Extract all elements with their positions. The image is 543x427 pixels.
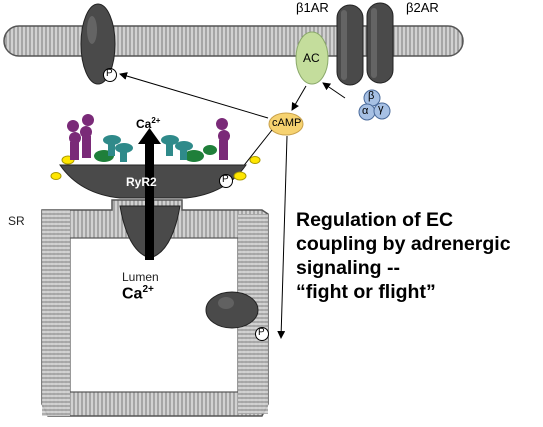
- camp-label: cAMP: [272, 117, 302, 129]
- beta2-receptor: [366, 2, 394, 84]
- beta2-receptor-label: β2AR: [406, 0, 439, 15]
- serca-pump: [205, 291, 259, 329]
- caption-line-3: signaling --: [296, 257, 400, 279]
- g-protein: [358, 89, 391, 121]
- calcium-release-arrow: [138, 128, 161, 260]
- phosphate-sites: [103, 68, 269, 341]
- signaling-arrows: [119, 72, 346, 339]
- phosphate-label-lchannel: P: [106, 68, 113, 79]
- sarcoplasmic-reticulum: [41, 199, 269, 417]
- calcium-lumen-label: Ca2+: [122, 284, 154, 303]
- g-gamma-label: γ: [378, 103, 384, 115]
- g-beta-label: β: [368, 90, 375, 102]
- caption-line-2: coupling by adrenergic: [296, 233, 511, 255]
- l-type-channel: [80, 3, 116, 85]
- phosphate-label-serca: P: [258, 327, 265, 338]
- ryr2-label: RyR2: [126, 175, 157, 189]
- phosphate-label-ryr2: P: [222, 174, 229, 185]
- ac-label: AC: [303, 51, 320, 65]
- beta1-receptor-label: β1AR: [296, 0, 329, 15]
- accessory-proteins: [50, 114, 261, 181]
- lumen-label: Lumen: [122, 270, 159, 284]
- sarcolemma-membrane: [3, 25, 464, 57]
- sr-label: SR: [8, 214, 25, 228]
- caption-line-4: “fight or flight”: [296, 281, 436, 303]
- beta1-receptor: [336, 4, 364, 86]
- adenylyl-cyclase: [295, 31, 329, 85]
- g-alpha-label: α: [362, 105, 369, 117]
- figure-caption: Regulation of EC coupling by adrenergic …: [296, 208, 511, 304]
- calcium-top-label: Ca2+: [136, 116, 161, 131]
- caption-line-1: Regulation of EC: [296, 209, 454, 231]
- camp-molecule: [268, 112, 304, 136]
